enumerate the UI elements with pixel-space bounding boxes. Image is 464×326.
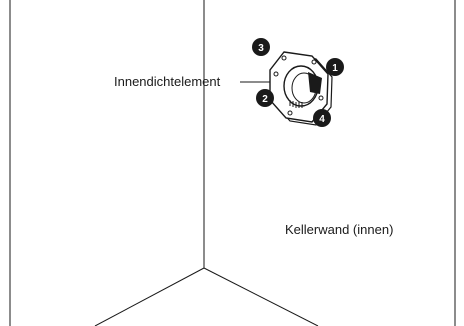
callout-number-4: 4 xyxy=(319,114,325,125)
callout-badge-4: 4 xyxy=(313,109,331,127)
callout-badge-2: 2 xyxy=(256,89,274,107)
callout-number-3: 3 xyxy=(258,43,264,54)
wall-label: Kellerwand (innen) xyxy=(285,222,394,237)
seal-element-icon xyxy=(269,51,333,126)
callout-badge-1: 1 xyxy=(326,58,344,76)
callout-badge-3: 3 xyxy=(252,38,270,56)
callout-number-2: 2 xyxy=(262,94,268,105)
floor-right-line xyxy=(203,267,319,326)
seal-element-label: Innendichtelement xyxy=(114,74,221,89)
callout-number-1: 1 xyxy=(332,63,338,74)
floor-left-line xyxy=(94,267,205,326)
